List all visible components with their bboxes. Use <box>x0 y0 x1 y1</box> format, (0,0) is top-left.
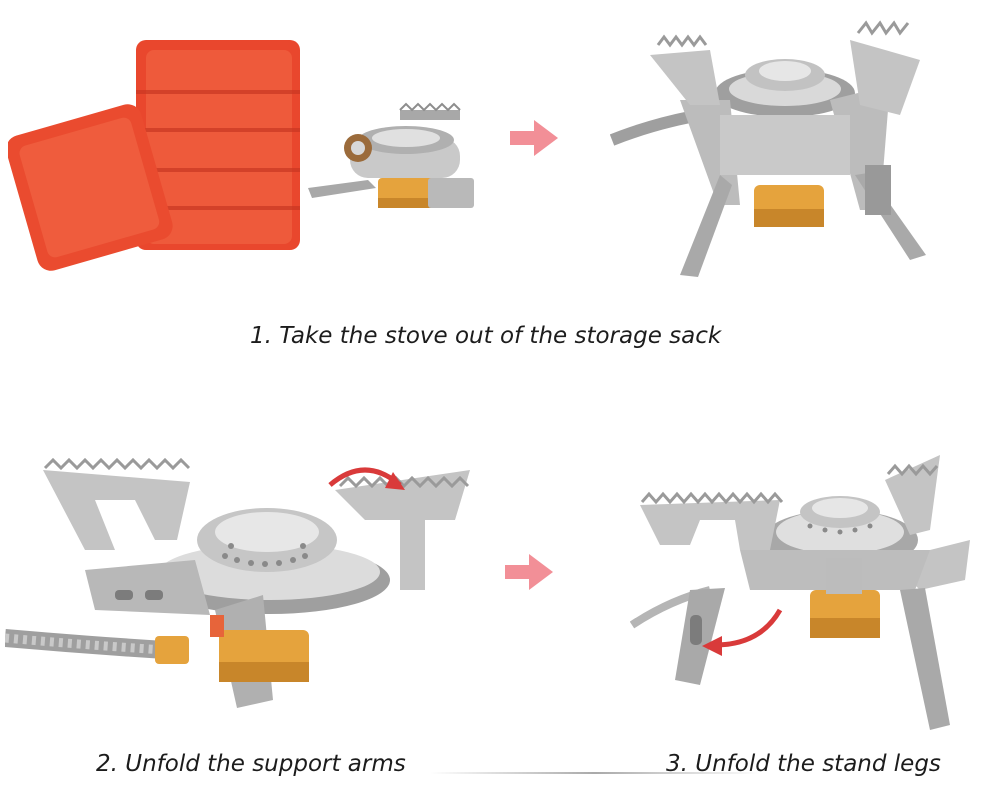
step-1-folded-stove-image <box>8 30 488 285</box>
right-arrow-icon <box>508 118 560 158</box>
curved-arrow-icon <box>714 608 783 648</box>
step-2-caption: 2. Unfold the support arms <box>96 751 406 777</box>
step-2-stove-arms-image <box>5 440 480 740</box>
support-arms-illustration <box>5 457 470 708</box>
divider <box>430 772 760 774</box>
open-stove-illustration <box>610 20 926 277</box>
right-arrow-icon <box>503 552 555 592</box>
step-1-caption: 1. Take the stove out of the storage sac… <box>250 323 722 349</box>
step-3-stove-legs-image <box>630 440 970 745</box>
step-1-open-stove-image <box>610 5 940 290</box>
folded-stove-with-case-illustration <box>8 40 474 271</box>
stand-legs-illustration <box>630 455 970 730</box>
